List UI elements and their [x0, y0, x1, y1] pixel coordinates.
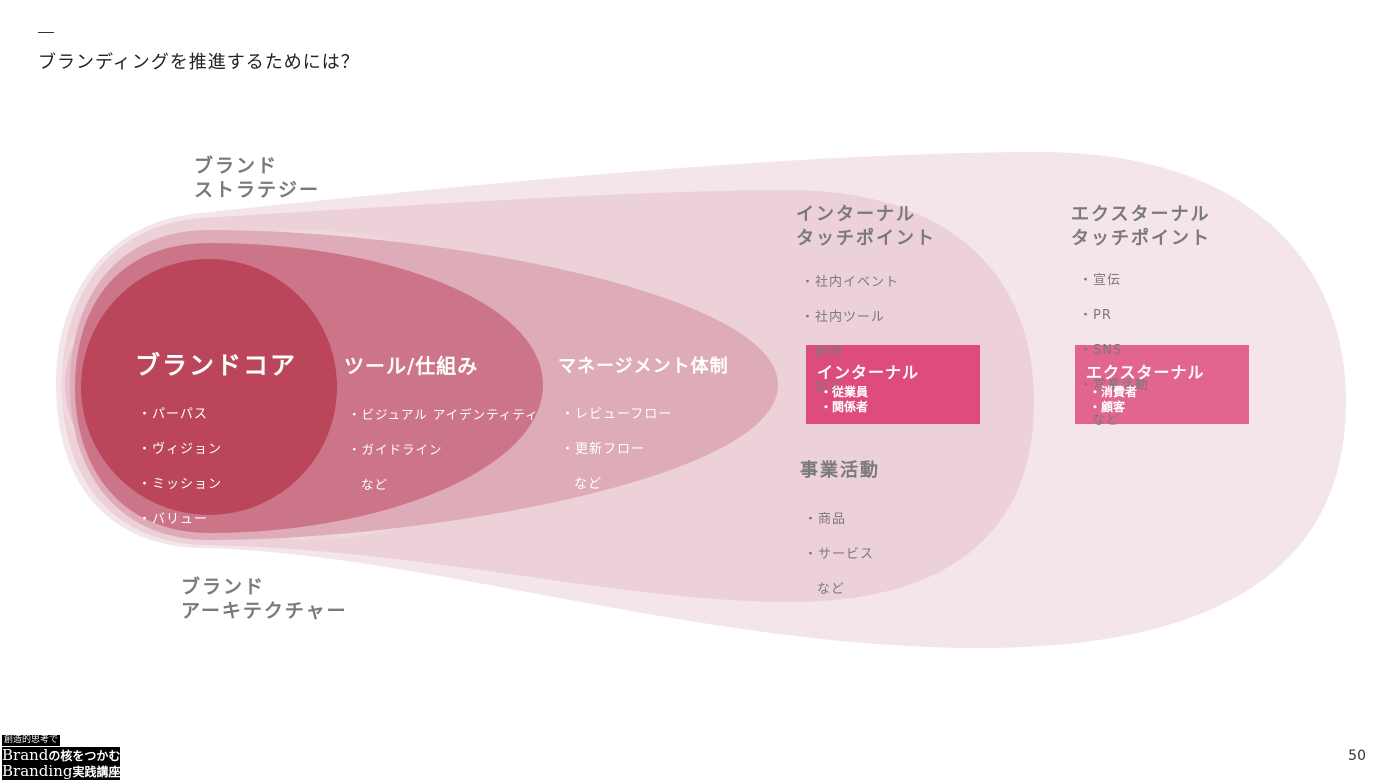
- brand-strategy-label: ブランド ストラテジー: [194, 155, 321, 201]
- business-list: 商品 サービス など: [804, 493, 874, 616]
- logo-branding-word: Branding: [2, 762, 73, 780]
- core-item: ヴィジョン: [138, 441, 222, 459]
- tools-item: ガイドライン: [348, 441, 539, 459]
- internal-touchpoint-item: 社内ツール: [801, 309, 899, 327]
- brand-architecture-label: ブランド アーキテクチャー: [181, 576, 348, 622]
- external-touchpoint-item: 宣伝: [1079, 272, 1149, 290]
- internal-touchpoint-title: インターナル タッチポイント: [796, 204, 936, 249]
- internal-box-item: 関係者: [820, 400, 980, 415]
- internal-box-title: インターナル: [817, 363, 920, 382]
- core-etc: など: [151, 546, 180, 562]
- external-box: エクスターナル 消費者 顧客: [1075, 345, 1249, 424]
- management-item: レビューフロー: [561, 406, 672, 424]
- core-item: ミッション: [138, 476, 222, 494]
- management-item: 更新フロー: [561, 441, 672, 459]
- management-etc: など: [574, 476, 603, 492]
- tools-etc: など: [361, 476, 389, 492]
- management-list: レビューフロー 更新フロー など: [561, 388, 672, 511]
- logo-small-text: 創造的思考で: [2, 735, 61, 746]
- page-number: 50: [1348, 748, 1366, 764]
- logo-line-2: Branding実践講座: [2, 762, 121, 780]
- tools-item: ビジュアル アイデンティティ: [348, 406, 539, 424]
- logo-line-2-text: 実践講座: [72, 765, 121, 779]
- internal-box-list: 従業員 関係者: [820, 385, 980, 415]
- course-logo: 創造的思考で Brandの核をつかむ Branding実践講座: [2, 735, 140, 780]
- title-dash: [38, 32, 54, 33]
- business-item: 商品: [804, 511, 874, 529]
- business-title: 事業活動: [800, 460, 880, 481]
- core-title: ブランドコア: [135, 351, 298, 380]
- external-box-item: 消費者: [1089, 385, 1249, 400]
- business-etc: など: [817, 581, 846, 597]
- external-touchpoint-item: PR: [1079, 307, 1149, 325]
- core-list: パーパス ヴィジョン ミッション バリュー など: [138, 388, 222, 581]
- internal-touchpoint-item: 社内イベント: [801, 274, 899, 292]
- external-box-list: 消費者 顧客: [1089, 385, 1249, 415]
- internal-box: インターナル 従業員 関係者: [806, 345, 980, 424]
- management-title: マネージメント体制: [558, 356, 729, 377]
- external-box-item: 顧客: [1089, 400, 1249, 415]
- external-box-title: エクスターナル: [1086, 363, 1205, 382]
- slide-title: ブランディングを推進するためには？: [38, 52, 360, 73]
- internal-touchpoint-item: 研修: [801, 344, 899, 362]
- core-item: パーパス: [138, 406, 222, 424]
- tools-title: ツール/仕組み: [344, 354, 479, 378]
- logo-line-1-text: の核をつかむ: [48, 749, 121, 763]
- external-touchpoint-title: エクスターナル タッチポイント: [1071, 204, 1211, 249]
- business-item: サービス: [804, 546, 874, 564]
- external-touchpoint-etc: など: [1092, 412, 1121, 428]
- internal-box-item: 従業員: [820, 385, 980, 400]
- core-item: バリュー: [138, 511, 222, 529]
- logo-brand-word: Brand: [2, 746, 49, 764]
- tools-list: ビジュアル アイデンティティ ガイドライン など: [348, 388, 539, 511]
- external-touchpoint-item: SNS: [1079, 342, 1149, 360]
- logo-line-1: Brandの核をつかむ: [2, 746, 121, 764]
